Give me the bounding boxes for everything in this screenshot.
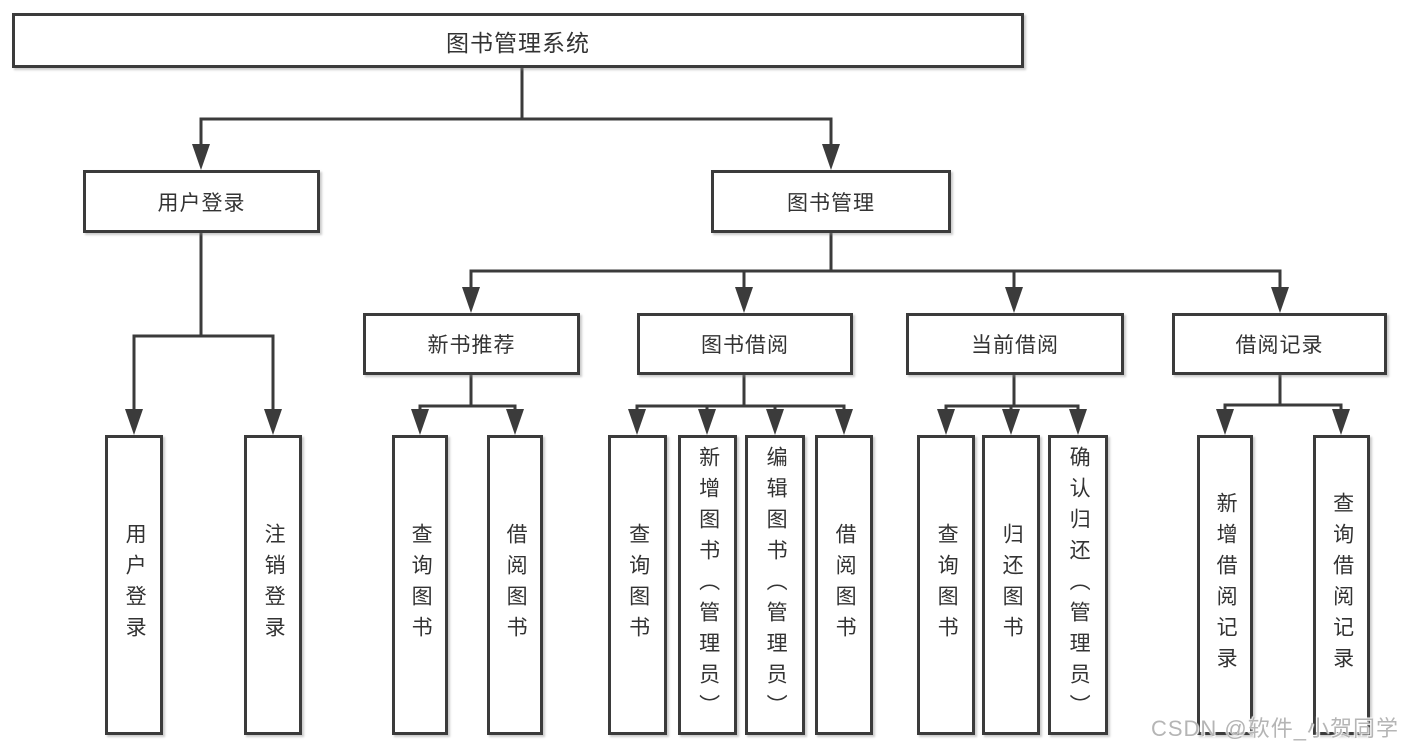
leaf-label: 注销登录 [262, 523, 286, 647]
leaf-label: 新增图书（管理员） [696, 445, 720, 725]
leaf-label: 归还图书 [1000, 523, 1024, 647]
leaf-node-logout: 注销登录 [244, 435, 302, 735]
leaf-label: 查询借阅记录 [1330, 492, 1354, 678]
leaf-label: 借阅图书 [504, 523, 528, 647]
node-book-management: 图书管理 [711, 170, 951, 233]
leaf-label: 查询图书 [935, 523, 959, 647]
node-label: 借阅记录 [1235, 334, 1324, 357]
leaf-node-edit-books-admin: 编辑图书（管理员） [745, 435, 805, 735]
leaf-node-query-books-borrowing: 查询图书 [608, 435, 667, 735]
leaf-label: 用户登录 [123, 523, 147, 647]
node-label: 新书推荐 [427, 334, 516, 357]
leaf-label: 查询图书 [409, 523, 433, 647]
node-label: 用户登录 [157, 191, 246, 215]
node-label: 当前借阅 [971, 334, 1059, 357]
leaf-node-add-books-admin: 新增图书（管理员） [678, 435, 737, 735]
leaf-node-query-borrow-record: 查询借阅记录 [1313, 435, 1370, 735]
leaf-label: 借阅图书 [833, 523, 857, 647]
node-book-borrowing: 图书借阅 [637, 313, 853, 375]
node-user-login: 用户登录 [83, 170, 320, 233]
leaf-node-query-books-current: 查询图书 [917, 435, 975, 735]
node-new-book-recommend: 新书推荐 [363, 313, 580, 375]
leaf-node-borrow-books-borrowing: 借阅图书 [815, 435, 873, 735]
leaf-label: 查询图书 [626, 523, 650, 647]
leaf-node-return-books: 归还图书 [982, 435, 1040, 735]
leaf-node-borrow-books-recommend: 借阅图书 [487, 435, 543, 735]
leaf-node-query-books-recommend: 查询图书 [392, 435, 448, 735]
csdn-watermark: CSDN @软件_小贺同学 [1150, 716, 1399, 741]
node-current-borrowing: 当前借阅 [906, 313, 1124, 375]
leaf-node-user-login: 用户登录 [105, 435, 163, 735]
leaf-label: 确认归还（管理员） [1067, 445, 1091, 725]
leaf-node-add-borrow-record: 新增借阅记录 [1197, 435, 1253, 735]
node-borrowing-records: 借阅记录 [1172, 313, 1387, 375]
leaf-label: 编辑图书（管理员） [764, 445, 788, 725]
leaf-node-confirm-return-admin: 确认归还（管理员） [1048, 435, 1108, 735]
node-label: 图书管理 [787, 191, 875, 215]
root-node-library-management-system: 图书管理系统 [12, 13, 1024, 68]
node-label: 图书借阅 [701, 334, 789, 357]
root-node-label: 图书管理系统 [446, 29, 590, 56]
leaf-label: 新增借阅记录 [1214, 492, 1238, 678]
